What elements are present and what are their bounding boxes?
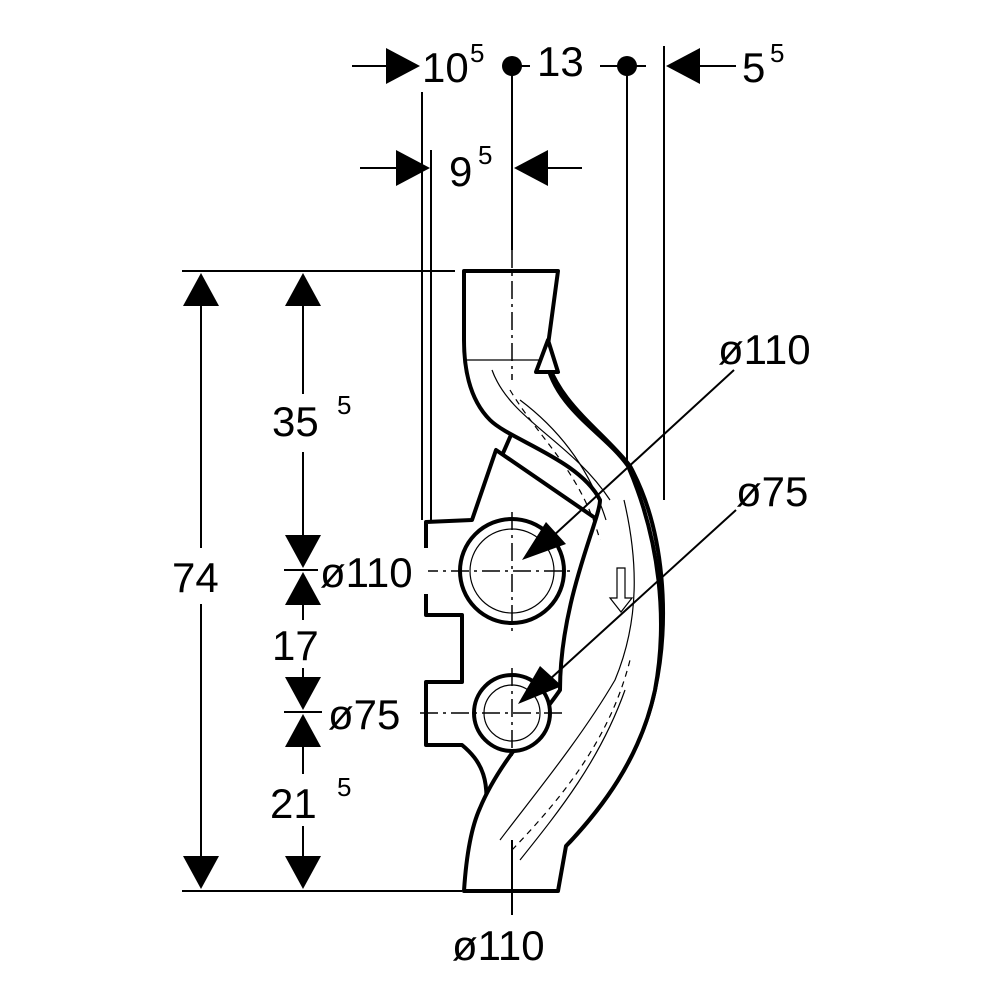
- left-upper-connection-label: ø110: [320, 549, 413, 596]
- fitting-main-pipe: [462, 269, 663, 893]
- top-dim-right-sup: 5: [770, 38, 784, 68]
- internal-flow-line-6: [511, 659, 631, 851]
- left-lower-label-bg: [326, 690, 416, 736]
- chain-arrow-lower-connection-up: [285, 714, 321, 747]
- left-total-dimension: 74: [168, 273, 234, 889]
- second-dim-arrow-left: [396, 150, 430, 186]
- chain-arrow-upper-connection-down: [285, 535, 321, 568]
- bottom-connection-label: ø110: [452, 922, 545, 969]
- left-connection-labels: ø110 ø75: [318, 548, 428, 738]
- total-dim-value: 74: [172, 554, 219, 601]
- top-dim-arrow-left: [386, 48, 420, 84]
- top-dim-right-value: 5: [742, 44, 765, 91]
- chain-arrow-upper-connection-up: [285, 572, 321, 605]
- top-dim-left-sup: 5: [470, 38, 484, 68]
- fitting-body: [420, 250, 665, 915]
- chain-arrow-bottom: [285, 856, 321, 889]
- reference-lines: [421, 46, 665, 520]
- total-dim-arrow-bottom: [183, 856, 219, 889]
- inner-dimension-chain: 35 5 17 21 5: [270, 273, 351, 889]
- chain-middle-value: 17: [272, 622, 319, 669]
- left-lower-connection-label: ø75: [328, 691, 400, 738]
- second-dim-sup: 5: [478, 140, 492, 170]
- internal-flow-line-1: [491, 369, 611, 501]
- chain-arrow-lower-connection-down: [285, 677, 321, 710]
- left-upper-label-bg: [318, 548, 428, 594]
- top-dimension: 10 5 13 5 5: [352, 38, 784, 91]
- chain-upper-value: 35: [272, 398, 319, 445]
- second-dim-arrow-right: [514, 150, 548, 186]
- leader-arrow-upper: [522, 522, 566, 560]
- chain-lower-value: 21: [270, 780, 317, 827]
- top-dim-dot-center: [617, 56, 637, 76]
- right-lower-connection-label: ø75: [736, 468, 808, 515]
- chain-arrow-top: [285, 273, 321, 306]
- chain-upper-sup: 5: [337, 390, 351, 420]
- leader-arrow-lower: [518, 666, 562, 704]
- total-dim-arrow-top: [183, 273, 219, 306]
- right-leaders: ø110 ø75: [518, 326, 811, 704]
- top-fin: [534, 338, 560, 374]
- top-dim-arrow-right: [666, 48, 700, 84]
- second-dim-value: 9: [449, 148, 472, 195]
- total-dim-text-bg: [168, 548, 234, 604]
- top-dim-middle-value: 13: [537, 38, 584, 85]
- chain-lower-sup: 5: [337, 772, 351, 802]
- internal-flow-line-2: [519, 399, 607, 521]
- leader-line-upper: [539, 369, 735, 549]
- flow-direction-icon: [608, 567, 634, 613]
- leader-line-lower: [537, 509, 737, 691]
- right-upper-connection-label: ø110: [718, 326, 811, 373]
- top-dim-dot-axis: [502, 56, 522, 76]
- top-dim-left-value: 10: [422, 44, 469, 91]
- internal-flow-line-4: [499, 499, 635, 841]
- internal-flow-line-5: [519, 689, 626, 861]
- second-dimension: 9 5: [360, 140, 582, 195]
